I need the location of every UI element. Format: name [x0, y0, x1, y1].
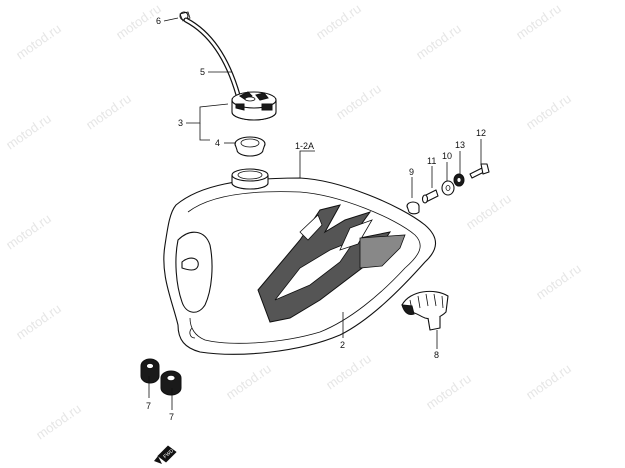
watermark-text: motod.ru [413, 21, 464, 63]
watermark-text: motod.ru [13, 21, 64, 63]
callout-9: 9 [409, 167, 414, 177]
tank-emblem-part [257, 204, 406, 323]
bolt-part-12 [469, 163, 490, 179]
cushion-part-9 [406, 201, 420, 215]
watermark-text: motod.ru [533, 261, 584, 303]
front-cushion-part-7b [160, 370, 182, 396]
callout-5: 5 [200, 67, 205, 77]
washer-part-13 [453, 173, 465, 187]
callout-12: 12 [476, 128, 486, 138]
tank-cushion-part [401, 290, 449, 331]
breather-hose-part [183, 17, 241, 98]
callout-labels: 6 5 3 4 1-2A 9 11 10 13 12 2 8 7 7 [146, 16, 486, 422]
fuel-tank-part [163, 168, 437, 355]
callout-3: 3 [178, 118, 183, 128]
watermark-text: motod.ru [523, 91, 574, 133]
watermark-text: motod.ru [3, 111, 54, 153]
washer-part-10 [441, 180, 455, 196]
callout-2: 2 [340, 340, 345, 350]
watermark-text: motod.ru [523, 361, 574, 403]
watermark-text: motod.ru [323, 351, 374, 393]
watermark-text: motod.ru [463, 191, 514, 233]
collar-part-11 [421, 189, 439, 204]
watermark-text: motod.ru [333, 81, 384, 123]
watermark-text: motod.ru [513, 1, 564, 43]
fuel-cap-part [231, 91, 277, 121]
callout-10: 10 [442, 151, 452, 161]
watermark-text: motod.ru [313, 1, 364, 43]
callout-7: 7 [169, 412, 174, 422]
watermark-text: motod.ru [83, 91, 134, 133]
front-cushion-part-7a [140, 358, 160, 384]
cap-gasket-part [234, 136, 266, 157]
watermark-text: motod.ru [223, 361, 274, 403]
callout-8: 8 [434, 350, 439, 360]
forward-direction-arrow: FWD [154, 445, 177, 464]
callout-7: 7 [146, 401, 151, 411]
watermark-text: motod.ru [13, 301, 64, 343]
callout-13: 13 [455, 140, 465, 150]
callout-1-2a: 1-2A [295, 141, 314, 151]
watermark-text: motod.ru [3, 211, 54, 253]
callout-11: 11 [427, 156, 436, 166]
leader-lines [148, 17, 482, 410]
watermark-text: motod.ru [33, 401, 84, 443]
watermark-text: motod.ru [423, 371, 474, 413]
callout-4: 4 [215, 138, 220, 148]
callout-6: 6 [156, 16, 161, 26]
